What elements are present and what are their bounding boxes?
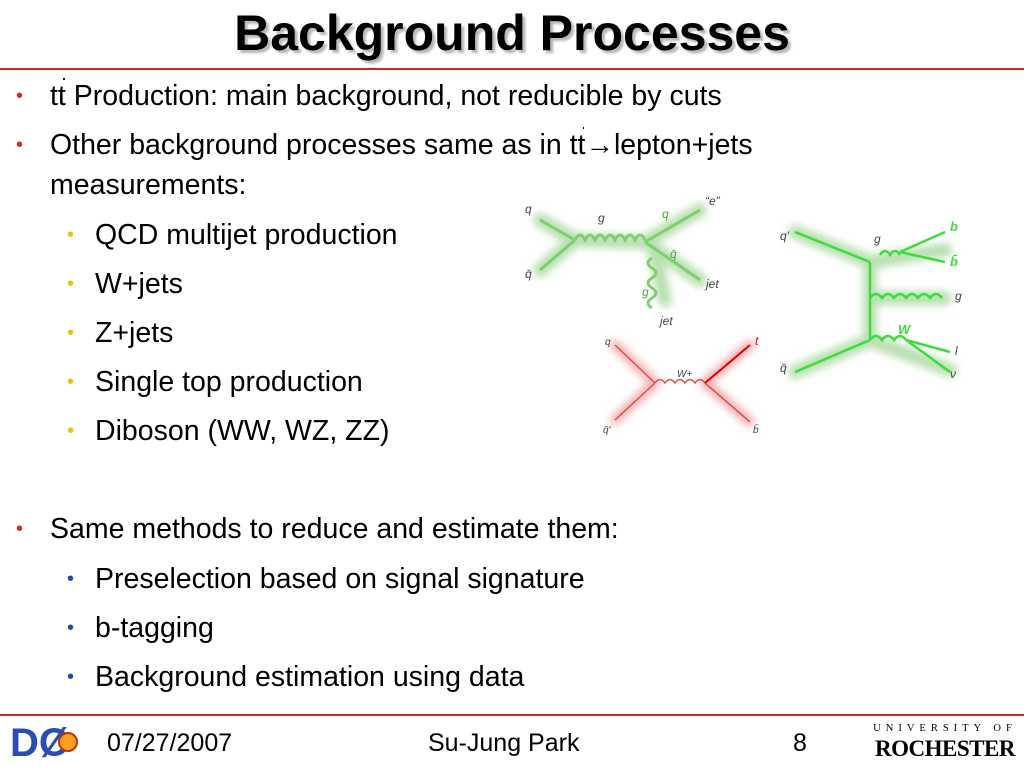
sub-bullet: • b-tagging <box>67 611 214 645</box>
label-b: b <box>950 219 958 234</box>
bullet-dot: • <box>67 568 75 590</box>
sub-bullet: • W+jets <box>67 267 183 301</box>
label-nu: ν <box>950 367 956 381</box>
label-qprime: q' <box>780 229 790 243</box>
sub-bullet-text: Background estimation using data <box>95 661 525 693</box>
footer-rule <box>0 714 1024 716</box>
label-qbar: q̄ <box>780 361 787 375</box>
label-wplus: W+ <box>677 369 692 380</box>
university-logo: UNIVERSITY OF ROCHESTER <box>872 722 1018 764</box>
label-g2: g <box>642 285 649 299</box>
bullet-dot: • <box>67 224 75 246</box>
d0-burst-icon <box>58 732 78 752</box>
sub-bullet-text: Single top production <box>95 366 363 398</box>
bullet-text: Other background processes same as in t <box>50 129 578 161</box>
sub-bullet: • QCD multijet production <box>67 218 398 252</box>
label-q: q <box>605 337 611 348</box>
t-text: t <box>50 80 58 112</box>
label-q: q <box>525 202 532 216</box>
label-t: t <box>755 334 759 348</box>
sub-bullet-text: b-tagging <box>95 612 214 644</box>
bullet-dot: • <box>16 518 24 540</box>
bullet-dot: • <box>67 322 75 344</box>
university-name-text: ROCHESTER <box>875 736 1015 761</box>
label-g: g <box>598 211 605 225</box>
sub-bullet: • Single top production <box>67 365 363 399</box>
bullet-text: Same methods to reduce and estimate them… <box>50 513 619 545</box>
bullet-dot: • <box>67 273 75 295</box>
sub-bullet: • Preselection based on signal signature <box>67 562 585 596</box>
label-jet: jet <box>704 277 719 291</box>
bullet-same-methods: • Same methods to reduce and estimate the… <box>16 512 619 546</box>
bullet-dot: • <box>67 666 75 688</box>
label-g2: g <box>955 289 962 303</box>
sub-bullet: • Background estimation using data <box>67 660 525 694</box>
label-bbar: b̄ <box>753 423 759 436</box>
bullet-dot: • <box>16 134 24 156</box>
title-rule <box>0 68 1024 70</box>
bullet-ttbar-production: • tt Production: main background, not re… <box>16 78 722 113</box>
label-l: l <box>955 344 958 358</box>
university-of-text: UNIVERSITY OF <box>873 723 1017 734</box>
slide-title: Background Processes <box>234 5 790 61</box>
sub-bullet-text: Z+jets <box>95 317 174 349</box>
bullet-dot: • <box>67 371 75 393</box>
label-qbar: q̄ <box>525 267 532 281</box>
bullet-dot: • <box>16 85 24 107</box>
qcd-multijet-diagram: q q̄ g “e” jet jet q q̄ g <box>525 194 721 328</box>
label-q2: q <box>662 207 669 221</box>
footer-date: 07/27/2007 <box>107 729 233 757</box>
bullet-text-cont: →lepton+jets <box>585 129 753 161</box>
single-top-diagram: q q̄' W+ b̄ t <box>603 334 759 436</box>
label-g: g <box>874 232 881 246</box>
label-qbar2: q̄ <box>670 247 677 261</box>
bullet-dot: • <box>67 420 75 442</box>
sub-bullet: • Z+jets <box>67 316 174 350</box>
sub-bullet-text: Preselection based on signal signature <box>95 563 585 595</box>
footer-page-number: 8 <box>793 729 807 757</box>
label-bbar: b̄ <box>950 254 958 269</box>
label-jet2: jet <box>658 314 673 328</box>
sub-bullet-text: W+jets <box>95 268 183 300</box>
bullet-other-backgrounds-line2: measurements: <box>50 169 247 201</box>
bullet-dot: • <box>67 617 75 639</box>
tbar-text: t <box>577 127 586 161</box>
sub-bullet-text: Diboson (WW, WZ, ZZ) <box>95 415 390 447</box>
footer-author: Su-Jung Park <box>428 729 580 757</box>
label-w: W <box>898 322 912 337</box>
sub-bullet: • Diboson (WW, WZ, ZZ) <box>67 414 390 448</box>
sub-bullet-text: QCD multijet production <box>95 219 398 251</box>
tbar-text: t <box>57 78 66 112</box>
label-qbarprime: q̄' <box>603 425 612 436</box>
bullet-text: Production: main background, not reducib… <box>65 80 722 112</box>
bullet-other-backgrounds: • Other background processes same as in … <box>16 127 753 162</box>
label-e: “e” <box>705 194 721 208</box>
w-jets-diagram: q' g g l ν q̄ b b̄ W <box>780 219 962 381</box>
d0-logo: DØ <box>8 720 90 765</box>
